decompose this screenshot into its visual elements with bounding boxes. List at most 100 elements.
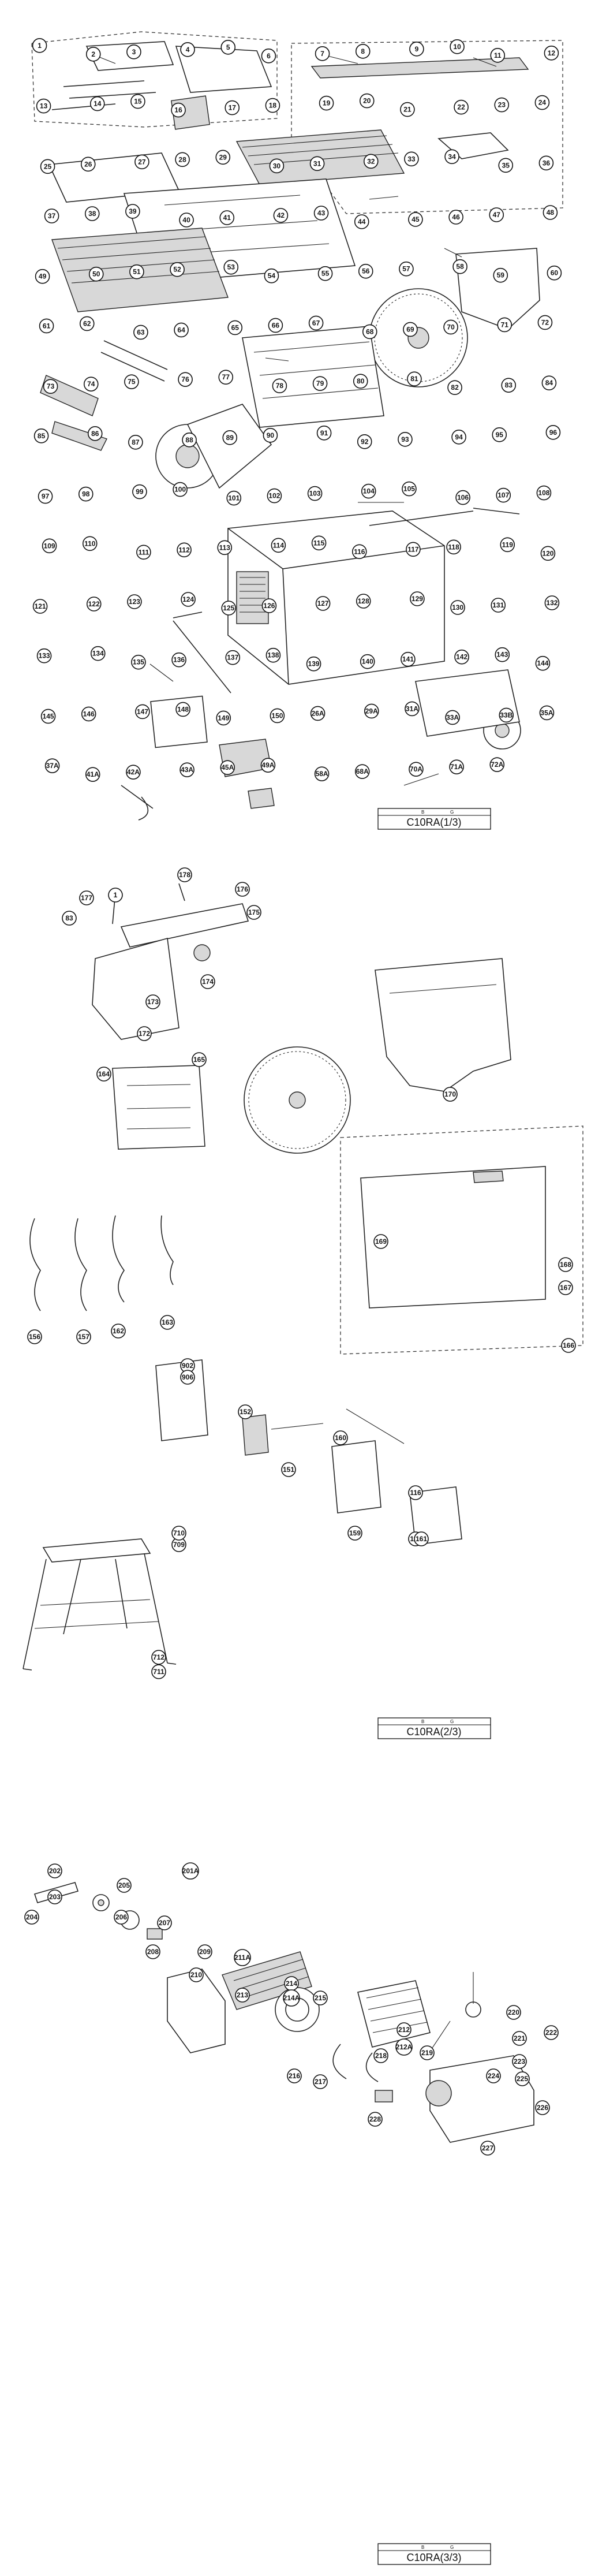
part-callout-168: 168 (558, 1257, 573, 1272)
part-number: 78 (276, 382, 284, 390)
part-callout-202: 202 (47, 1863, 62, 1878)
part-number: 14 (93, 100, 102, 108)
part-callout-160: 160 (333, 1430, 348, 1445)
part-callout-109: 109 (42, 538, 57, 554)
part-number: 156 (29, 1333, 40, 1341)
part-callout-210: 210 (189, 1967, 204, 1982)
part-callout-157: 157 (76, 1329, 91, 1344)
sheet-1-mark-right: G (450, 810, 454, 815)
part-number: 71A (450, 763, 463, 771)
part-callout-169: 169 (373, 1234, 388, 1249)
part-callout-100: 100 (173, 482, 188, 497)
part-number: 144 (537, 659, 548, 668)
part-number: 159 (349, 1529, 361, 1537)
part-callout-69: 69 (403, 322, 418, 337)
part-callout-92: 92 (357, 434, 372, 449)
part-callout-65: 65 (227, 320, 243, 335)
part-number: 211A (234, 1954, 250, 1962)
part-number: 26 (84, 160, 92, 168)
part-number: 107 (497, 491, 509, 499)
part-callout-162: 162 (111, 1324, 126, 1339)
part-callout-96: 96 (545, 425, 561, 440)
part-callout-97: 97 (38, 489, 53, 504)
part-number: 46 (452, 213, 460, 221)
part-number: 95 (496, 431, 504, 439)
part-callout-117: 117 (406, 542, 421, 557)
part-number: 33B (500, 711, 513, 719)
part-callout-22: 22 (454, 99, 469, 115)
part-callout-18: 18 (265, 98, 280, 113)
part-callout-208: 208 (145, 1944, 160, 1959)
part-callout-64: 64 (174, 322, 189, 338)
part-callout-29: 29 (215, 150, 231, 165)
part-callout-49a: 49A (260, 758, 276, 773)
part-number: 70A (410, 765, 422, 773)
part-callout-73: 73 (43, 379, 58, 394)
part-callout-37: 37 (44, 208, 59, 223)
part-callout-84: 84 (541, 375, 557, 390)
part-callout-710: 710 (171, 1526, 186, 1541)
part-callout-203: 203 (47, 1889, 62, 1904)
part-number: 47 (493, 211, 501, 219)
part-number: 11 (494, 51, 502, 59)
part-callout-130: 130 (450, 600, 465, 615)
part-number: 37 (48, 212, 56, 220)
part-callout-116: 116 (408, 1485, 423, 1500)
part-callout-174: 174 (200, 974, 215, 989)
part-callout-151: 151 (281, 1462, 296, 1477)
part-callout-17: 17 (225, 100, 240, 115)
part-callout-712: 712 (151, 1650, 166, 1665)
part-number: 2 (91, 50, 95, 58)
part-callout-172: 172 (137, 1026, 152, 1041)
part-callout-107: 107 (496, 487, 511, 503)
part-number: 94 (455, 433, 463, 441)
part-callout-139: 139 (306, 656, 321, 672)
part-callout-104: 104 (361, 483, 376, 499)
part-callout-5: 5 (220, 40, 236, 55)
part-number: 36 (543, 159, 551, 167)
part-callout-211a: 211A (234, 1949, 251, 1966)
part-callout-220: 220 (506, 2005, 521, 2020)
part-number: 212 (398, 2026, 410, 2034)
part-callout-70: 70 (443, 319, 458, 335)
part-callout-76: 76 (178, 372, 193, 387)
part-callout-60: 60 (547, 265, 562, 281)
part-number: 121 (35, 602, 46, 610)
part-callout-1: 1 (108, 888, 123, 903)
part-number: 140 (362, 658, 373, 666)
part-callout-81: 81 (407, 371, 422, 386)
part-callout-62: 62 (79, 316, 95, 331)
part-number: 218 (375, 2052, 387, 2060)
part-callout-221: 221 (512, 2031, 527, 2046)
part-callout-126: 126 (261, 598, 277, 613)
part-number: 162 (113, 1327, 124, 1335)
part-number: 28 (178, 155, 186, 163)
part-callout-86: 86 (87, 426, 103, 441)
part-callout-89: 89 (222, 430, 238, 445)
sheet-1-title-block: B G C10RA(1/3) (377, 808, 491, 830)
part-callout-67: 67 (308, 315, 324, 331)
sheet-2-callouts: 1831151161511521561571591601611621631641… (27, 867, 576, 1679)
part-number: 17 (229, 104, 237, 112)
part-callout-28: 28 (175, 152, 190, 167)
part-number: 215 (315, 1994, 326, 2002)
part-number: 712 (153, 1653, 164, 1661)
part-number: 169 (375, 1237, 387, 1246)
part-callout-80: 80 (353, 374, 368, 389)
part-number: 66 (272, 321, 280, 329)
part-number: 80 (357, 377, 365, 385)
part-callout-212a: 212A (395, 2038, 413, 2056)
part-number: 102 (268, 492, 280, 500)
part-number: 31 (313, 159, 321, 167)
part-callout-122: 122 (86, 597, 102, 612)
part-callout-207: 207 (157, 1915, 172, 1930)
part-number: 16 (174, 106, 182, 114)
part-number: 61 (43, 322, 51, 330)
part-number: 8 (361, 47, 365, 55)
part-callout-68a: 68A (354, 764, 370, 779)
part-callout-119: 119 (500, 537, 515, 553)
part-number: 175 (248, 908, 260, 916)
part-number: 124 (182, 595, 194, 603)
part-number: 709 (173, 1541, 185, 1549)
